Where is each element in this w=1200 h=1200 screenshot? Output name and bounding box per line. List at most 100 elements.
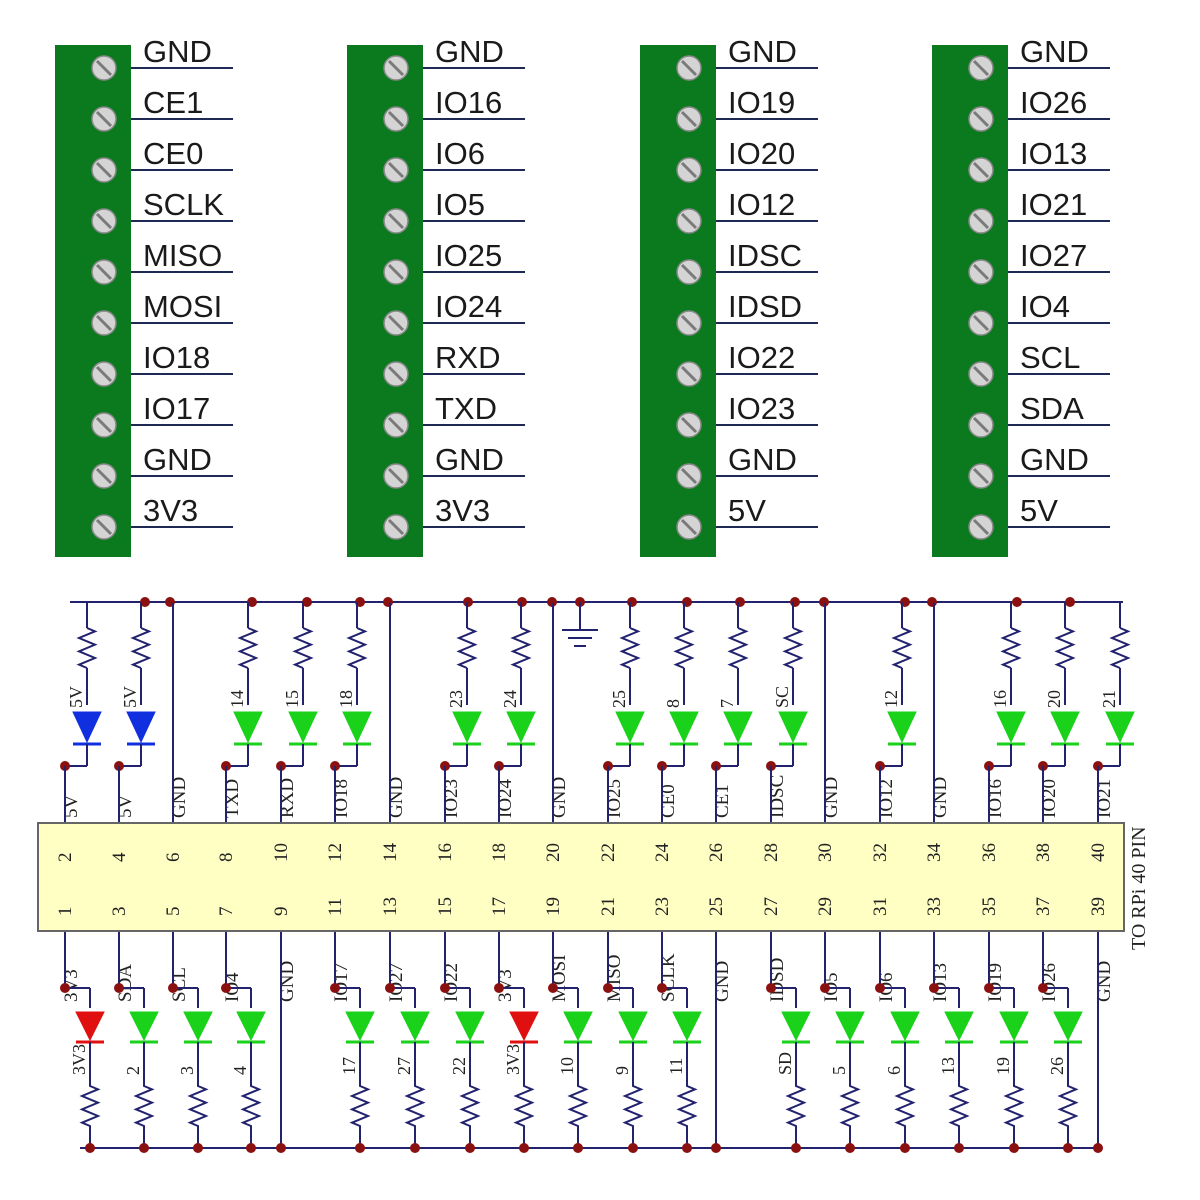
junction-dot bbox=[790, 597, 800, 607]
top-signal-label: IO24 bbox=[495, 778, 516, 818]
led-icon bbox=[672, 1011, 702, 1042]
terminal-label: IO18 bbox=[143, 340, 210, 375]
resistor bbox=[1054, 627, 1076, 669]
odd-pin-number: 27 bbox=[761, 897, 782, 916]
resistor bbox=[1109, 627, 1131, 669]
terminal-label: 5V bbox=[728, 493, 766, 528]
led-icon bbox=[509, 1011, 539, 1042]
led-label: 9 bbox=[612, 1066, 632, 1075]
terminal-label: TXD bbox=[435, 391, 497, 426]
terminal-label: MISO bbox=[143, 238, 222, 273]
led-icon bbox=[233, 711, 263, 744]
junction-dot bbox=[954, 1143, 964, 1153]
even-pin-number: 34 bbox=[924, 843, 945, 863]
screw-slot bbox=[972, 263, 990, 281]
led-icon bbox=[887, 711, 917, 744]
terminal-label: IO16 bbox=[435, 85, 502, 120]
junction-dot bbox=[385, 983, 395, 993]
screw-slot bbox=[972, 416, 990, 434]
odd-pin-number: 29 bbox=[815, 897, 836, 916]
led-icon bbox=[890, 1011, 920, 1042]
junction-dot bbox=[247, 597, 257, 607]
terminal-label: IDSD bbox=[728, 289, 802, 324]
led-label: 2 bbox=[123, 1066, 143, 1075]
even-pin-number: 14 bbox=[380, 843, 401, 863]
junction-dot bbox=[845, 1143, 855, 1153]
even-pin-number: 2 bbox=[55, 853, 76, 863]
junction-dot bbox=[603, 983, 613, 993]
resistor bbox=[292, 627, 314, 669]
top-channel: 23 bbox=[440, 602, 482, 822]
led-icon bbox=[1105, 711, 1135, 744]
screw-slot bbox=[680, 110, 698, 128]
led-icon bbox=[618, 1011, 648, 1042]
bottom-channel: 13 bbox=[929, 932, 974, 1153]
bottom-channel bbox=[711, 932, 721, 1153]
led-label: 6 bbox=[884, 1066, 904, 1075]
even-pin-number: 18 bbox=[489, 843, 510, 862]
top-channel: 24 bbox=[494, 602, 536, 822]
led-label: 26 bbox=[1047, 1057, 1067, 1075]
resistor bbox=[619, 627, 641, 669]
screw-slot bbox=[95, 416, 113, 434]
screw-slot bbox=[95, 110, 113, 128]
screw-slot bbox=[972, 59, 990, 77]
even-pin-number: 26 bbox=[706, 843, 727, 862]
terminal-label: SCL bbox=[1020, 340, 1080, 375]
junction-dot bbox=[548, 983, 558, 993]
junction-dot bbox=[682, 1143, 692, 1153]
led-label: 8 bbox=[663, 699, 683, 708]
terminal-label: GND bbox=[435, 442, 504, 477]
led-icon bbox=[999, 1011, 1029, 1042]
screw-slot bbox=[972, 518, 990, 536]
led-label: 16 bbox=[990, 690, 1010, 708]
led-label: 20 bbox=[1044, 690, 1064, 708]
screw-slot bbox=[680, 416, 698, 434]
led-label: SC bbox=[772, 686, 792, 708]
led-label: 5V bbox=[66, 686, 86, 708]
even-pin-number: 30 bbox=[815, 843, 836, 862]
led-label: 14 bbox=[227, 690, 247, 708]
terminal-label: 3V3 bbox=[435, 493, 490, 528]
odd-pin-number: 7 bbox=[216, 907, 237, 917]
even-pin-number: 10 bbox=[271, 843, 292, 862]
junction-dot bbox=[1038, 983, 1048, 993]
even-pin-number: 22 bbox=[598, 843, 619, 862]
screw-slot bbox=[387, 212, 405, 230]
odd-pin-number: 9 bbox=[271, 907, 292, 917]
even-pin-number: 20 bbox=[543, 843, 564, 862]
terminal-label: IO26 bbox=[1020, 85, 1087, 120]
led-label: 15 bbox=[282, 690, 302, 708]
resistor bbox=[237, 627, 259, 669]
top-channel: 25 bbox=[603, 602, 645, 822]
resistor bbox=[673, 627, 695, 669]
led-label: 11 bbox=[666, 1058, 686, 1075]
led-label: 5V bbox=[120, 686, 140, 708]
led-label: 23 bbox=[446, 690, 466, 708]
top-signal-label: GND bbox=[169, 777, 190, 818]
top-signal-label: 5V bbox=[61, 795, 82, 819]
junction-dot bbox=[766, 983, 776, 993]
odd-pin-number: 23 bbox=[652, 897, 673, 916]
resistor bbox=[456, 627, 478, 669]
top-signal-label: CE1 bbox=[712, 784, 733, 818]
junction-dot bbox=[1093, 1143, 1103, 1153]
top-signal-label: 5V bbox=[115, 795, 136, 819]
gpio-header-40pin bbox=[37, 822, 1125, 932]
screw-slot bbox=[972, 314, 990, 332]
screw-slot bbox=[387, 518, 405, 536]
even-pin-number: 38 bbox=[1033, 843, 1054, 862]
resistor bbox=[891, 627, 913, 669]
junction-dot bbox=[711, 1143, 721, 1153]
even-pin-number: 12 bbox=[325, 843, 346, 862]
odd-pin-number: 5 bbox=[163, 907, 184, 917]
top-signal-label: GND bbox=[930, 777, 951, 818]
junction-dot bbox=[1063, 1143, 1073, 1153]
screw-slot bbox=[972, 110, 990, 128]
bottom-channel: 5 bbox=[820, 932, 865, 1153]
junction-dot bbox=[820, 983, 830, 993]
terminal-label: IO27 bbox=[1020, 238, 1087, 273]
led-icon bbox=[452, 711, 482, 744]
screw-slot bbox=[387, 365, 405, 383]
